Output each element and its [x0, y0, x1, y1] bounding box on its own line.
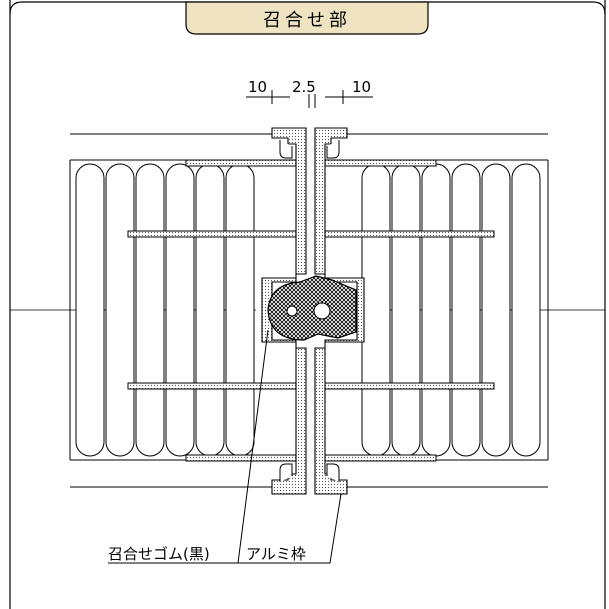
meeting-gasket — [267, 275, 357, 341]
glass-lines — [70, 133, 548, 488]
drawing-border — [9, 0, 606, 609]
frame-hooks — [279, 140, 340, 482]
gasket-hole-right — [313, 302, 331, 320]
insulation-right — [355, 159, 549, 461]
drawing-border-corners — [9, 1, 606, 15]
dimension-left-label: 10 — [248, 78, 268, 96]
dimension-right-label: 10 — [352, 78, 372, 96]
title-text: 召合せ部 — [263, 10, 351, 31]
gasket-hole-left — [286, 305, 298, 317]
title-tab — [185, 1, 429, 35]
dimension-center-label: 2.5 — [292, 78, 316, 96]
gasket-callout-label: 召合せゴム(黒) — [108, 545, 210, 563]
dimension-markers — [246, 90, 373, 108]
frame-callout-label: アルミ枠 — [246, 545, 306, 563]
leader-lines — [108, 329, 342, 564]
